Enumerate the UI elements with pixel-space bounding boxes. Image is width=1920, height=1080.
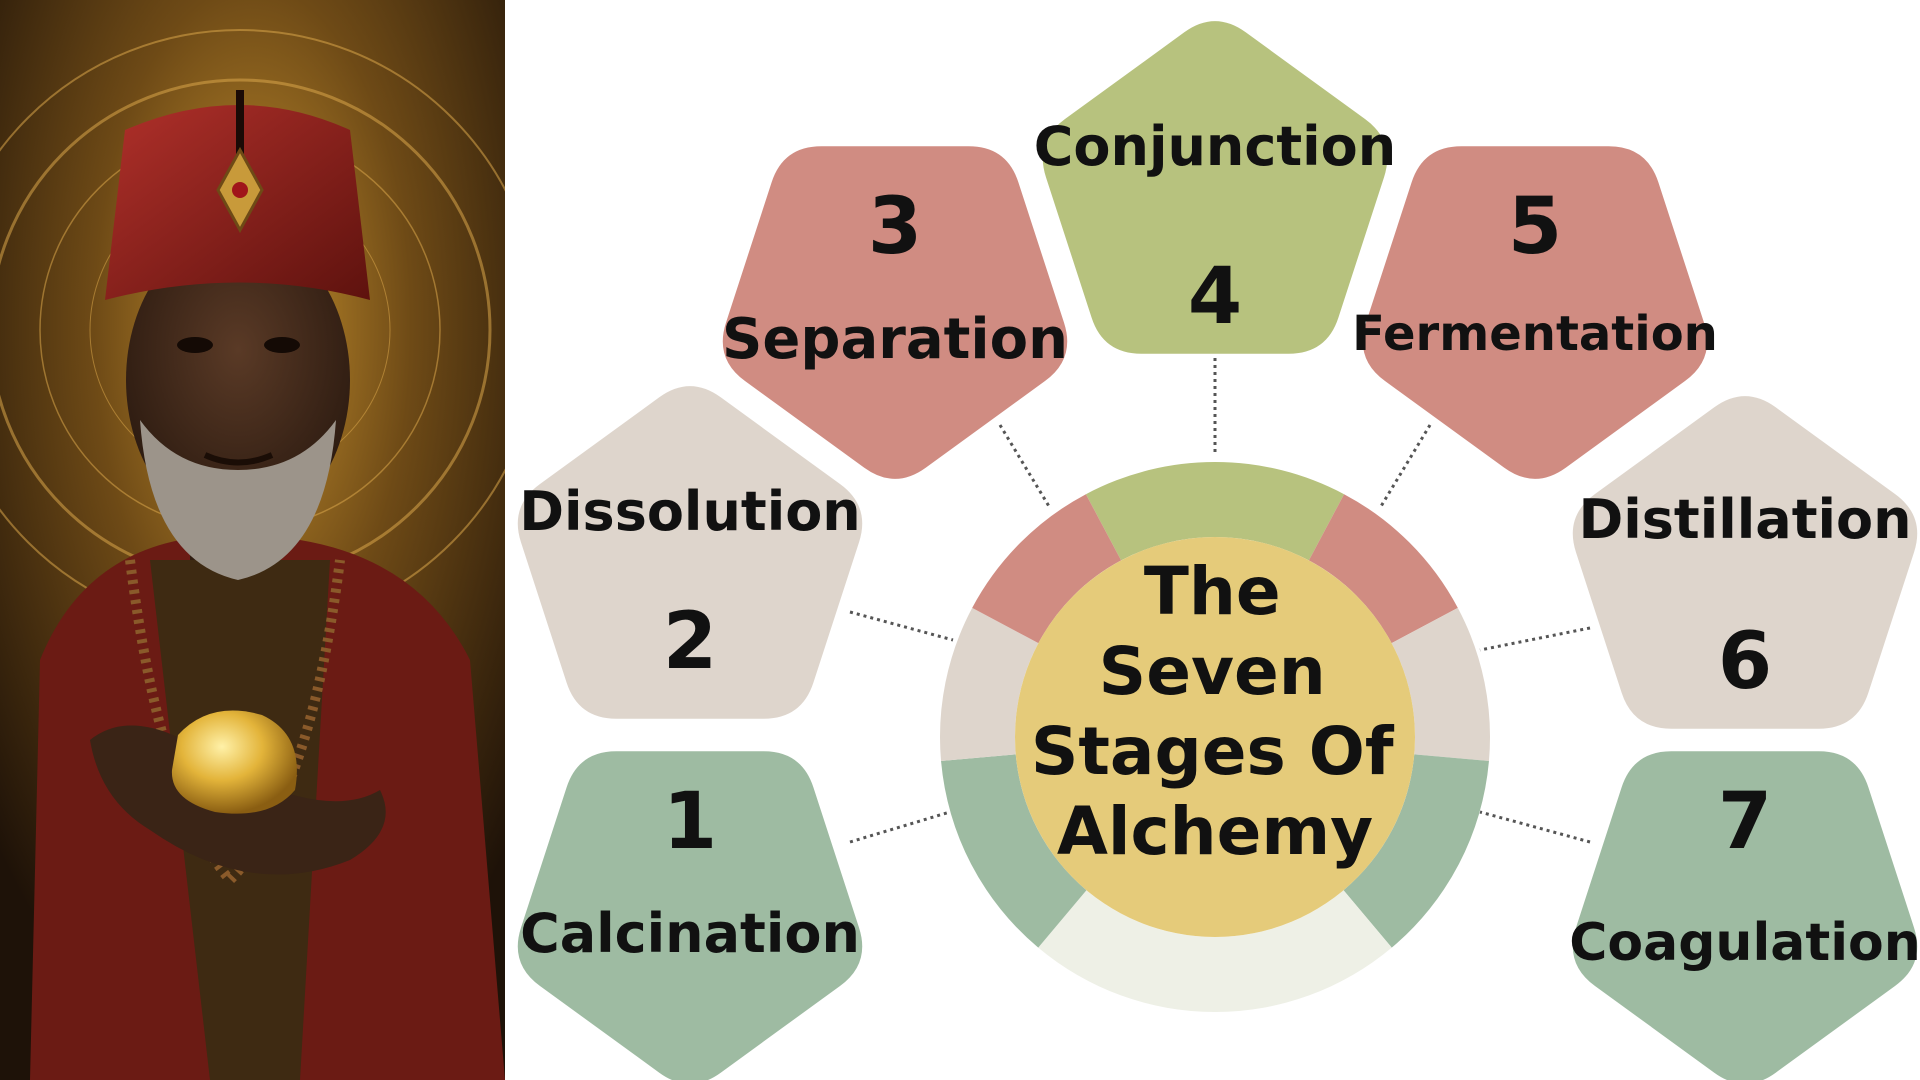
stage-3-number: 3 [868,182,922,272]
stage-2-name: Dissolution [519,480,861,543]
ring-segment [972,494,1122,644]
ring-segment [1391,607,1490,761]
stage-5-number: 5 [1508,182,1562,272]
stage-3-separation: 3 Separation [722,146,1068,479]
beard [140,420,336,580]
stage-4-pentagon [1042,21,1388,354]
stage-1-name: Calcination [520,902,860,965]
stage-4-number: 4 [1188,252,1242,342]
face [126,230,350,530]
stage-6-distillation: Distillation 6 [1572,396,1918,729]
stage-5-fermentation: 5 Fermentation [1352,146,1718,479]
ring-segment [941,754,1087,948]
stage-1-calcination: 1 Calcination [517,751,863,1080]
ring-segment [1085,462,1345,561]
connector-line [849,610,954,642]
center-ring [940,462,1490,1013]
connector-line [1479,626,1591,652]
stage-3-name: Separation [722,307,1068,372]
stage-7-number: 7 [1718,777,1772,867]
stage-5-pentagon [1362,146,1708,479]
stage-4-conjunction: Conjunction 4 [1034,21,1396,354]
stage-6-number: 6 [1718,617,1772,707]
stage-2-dissolution: Dissolution 2 [517,386,863,719]
center-title-line: The [1144,553,1281,630]
center-circle [1015,537,1415,937]
ring-segment [1038,890,1392,1013]
center-title-line: Stages Of [1031,713,1395,790]
stage-1-number: 1 [663,777,717,867]
stage-2-number: 2 [663,597,717,687]
connector-line [1479,810,1591,844]
stage-2-pentagon [517,386,863,719]
stage-3-pentagon [722,146,1068,479]
ring-segment [1343,754,1489,948]
connector-line [849,810,951,844]
center-title: The Seven Stages Of Alchemy [1031,553,1399,870]
alchemist-portrait [0,0,505,1080]
ring-segment [940,607,1039,761]
center-title-line: Alchemy [1057,793,1373,870]
connector-lines [849,358,1591,844]
center-title-line: Seven [1099,633,1326,710]
stage-7-pentagon [1572,751,1918,1080]
stage-7-coagulation: 7 Coagulation [1569,751,1920,1080]
center-hub: The Seven Stages Of Alchemy [1015,537,1415,937]
seven-stages-diagram: The Seven Stages Of Alchemy 1 Calcinatio… [517,21,1920,1080]
stage-6-name: Distillation [1578,488,1911,551]
stage-5-name: Fermentation [1352,306,1718,362]
connector-line [998,424,1052,509]
stage-1-pentagon [517,751,863,1080]
stage-7-name: Coagulation [1569,913,1920,973]
connector-line [1378,424,1432,509]
gold-nugget-icon [171,710,297,814]
stage-6-pentagon [1572,396,1918,729]
stage-4-name: Conjunction [1034,115,1396,178]
ring-segment [1308,494,1458,644]
